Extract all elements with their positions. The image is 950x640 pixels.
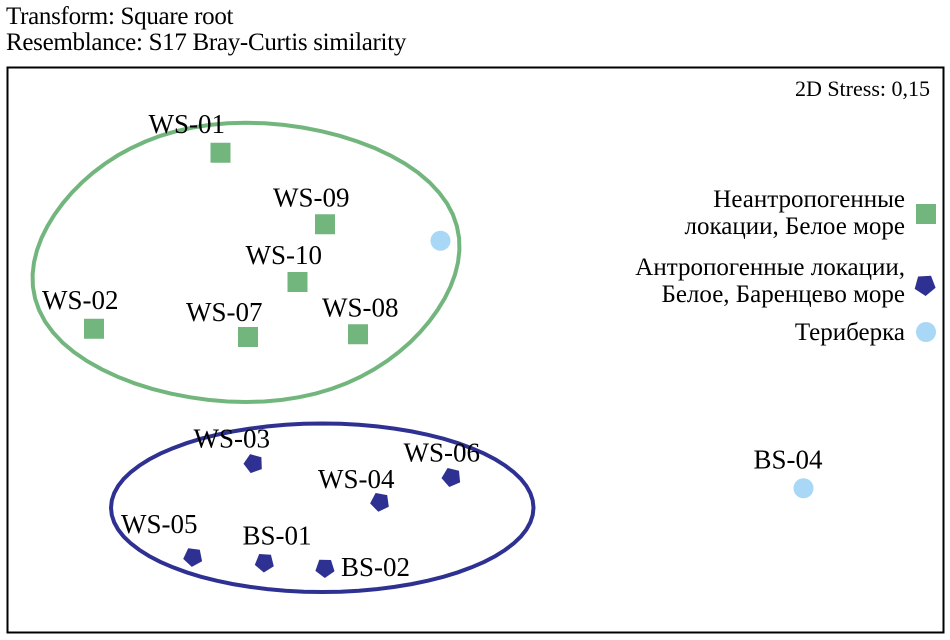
circle-marker — [430, 230, 451, 251]
point-label: WS-07 — [186, 297, 263, 327]
point-label: WS-09 — [273, 182, 350, 212]
legend-label-line: Белое, Баренцево море — [661, 281, 905, 308]
legend-item-teriberka: Териберка — [795, 319, 936, 346]
pentagon-marker — [370, 493, 389, 512]
cluster-outline-anthropogenic — [108, 421, 536, 595]
point-label: WS-03 — [194, 424, 271, 454]
legend-item-nonanthropogenic: Неантропогенные локации, Белое море — [685, 186, 936, 240]
legend: Неантропогенные локации, Белое море Антр… — [635, 186, 936, 346]
point-label: BS-04 — [754, 444, 824, 474]
legend-label-line: Неантропогенные — [713, 186, 905, 213]
point-label: WS-01 — [149, 109, 226, 139]
legend-label-line: Териберка — [795, 319, 905, 346]
point-label: WS-06 — [404, 437, 481, 467]
transform-caption: Transform: Square root — [6, 3, 234, 30]
pentagon-marker — [183, 548, 203, 567]
pentagon-marker-icon — [914, 275, 936, 296]
square-marker-icon — [916, 204, 936, 224]
square-marker — [84, 318, 104, 339]
resemblance-caption: Resemblance: S17 Bray-Curtis similarity — [6, 29, 407, 56]
point-label: WS-04 — [318, 464, 395, 494]
pentagon-marker — [441, 468, 461, 487]
square-marker — [238, 327, 258, 347]
square-marker — [348, 324, 368, 345]
pentagon-marker — [254, 554, 274, 573]
cluster-outline-nonanthropogenic — [30, 120, 462, 405]
circle-marker — [793, 478, 814, 499]
pentagon-marker — [243, 454, 262, 474]
point-label: BS-02 — [341, 552, 410, 582]
cluster-outlines — [30, 120, 536, 595]
square-marker — [315, 214, 335, 235]
point-label: WS-08 — [322, 292, 399, 322]
legend-label-line: локации, Белое море — [685, 213, 905, 240]
square-marker — [287, 272, 308, 292]
square-marker — [210, 142, 231, 163]
point-label: WS-05 — [121, 509, 198, 539]
stress-annotation: 2D Stress: 0,15 — [795, 76, 930, 101]
legend-label-line: Антропогенные локации, — [635, 254, 905, 281]
legend-item-anthropogenic: Антропогенные локации, Белое, Баренцево … — [635, 254, 936, 308]
circle-marker-icon — [916, 322, 936, 342]
point-label: WS-02 — [42, 285, 119, 315]
point-label: BS-01 — [243, 521, 312, 551]
plot-frame — [6, 66, 945, 634]
point-label: WS-10 — [246, 240, 323, 270]
data-points — [84, 142, 814, 578]
pentagon-marker — [315, 559, 335, 578]
